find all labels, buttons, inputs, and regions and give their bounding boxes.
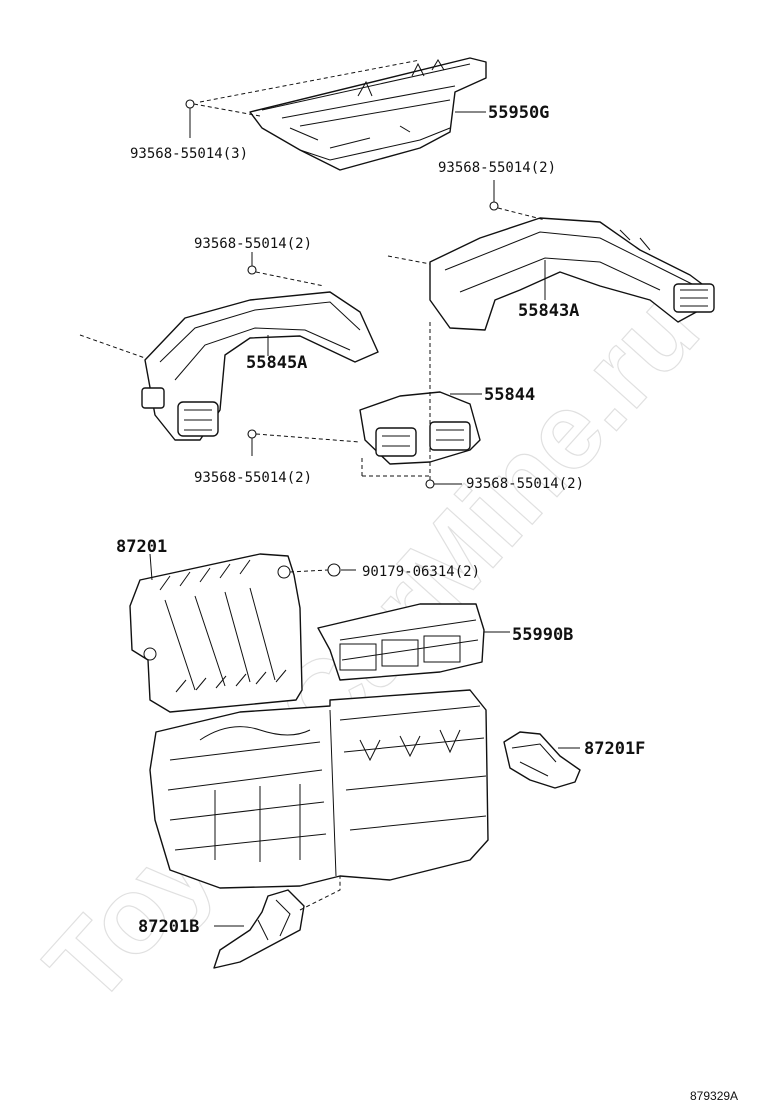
label-93568-55014-a: 93568-55014(3) <box>130 146 248 162</box>
label-55990b: 55990B <box>512 625 573 645</box>
hvac-unit-drawing <box>149 689 489 889</box>
label-93568-55014-c: 93568-55014(2) <box>194 236 312 252</box>
label-55950g: 55950G <box>488 103 549 123</box>
register-55990b-drawing <box>317 603 485 681</box>
register-55844-drawing <box>359 391 481 465</box>
duct-55843a-drawing <box>429 217 715 331</box>
housing-87201-drawing <box>129 553 303 713</box>
label-87201: 87201 <box>116 537 167 557</box>
bolt-icon <box>247 429 257 439</box>
nut-icon <box>327 563 341 577</box>
label-55843a: 55843A <box>518 301 579 321</box>
bolt-icon <box>489 201 499 211</box>
duct-55845a-drawing <box>141 291 379 441</box>
duct-87201b-drawing <box>213 889 305 969</box>
label-93568-55014-d: 93568-55014(2) <box>194 470 312 486</box>
duct-87201f-drawing <box>503 731 581 789</box>
bolt-icon <box>425 479 435 489</box>
label-90179-06314: 90179-06314(2) <box>362 564 480 580</box>
bolt-icon <box>185 99 195 109</box>
label-55845a: 55845A <box>246 353 307 373</box>
cover-55950g-drawing <box>249 57 487 171</box>
document-code: 879329A <box>690 1089 738 1103</box>
label-93568-55014-e: 93568-55014(2) <box>466 476 584 492</box>
label-93568-55014-b: 93568-55014(2) <box>438 160 556 176</box>
label-87201f: 87201F <box>584 739 645 759</box>
label-87201b: 87201B <box>138 917 199 937</box>
label-55844: 55844 <box>484 385 535 405</box>
bolt-icon <box>247 265 257 275</box>
